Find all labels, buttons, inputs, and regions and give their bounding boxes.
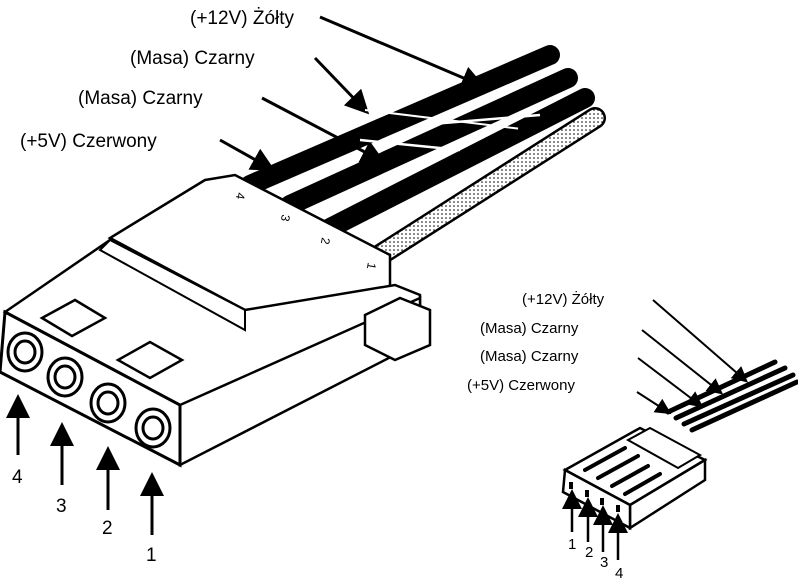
leader-5v xyxy=(219,138,276,171)
leader-12v xyxy=(319,15,486,90)
wire-gnd-1 xyxy=(280,68,578,215)
wire-5v xyxy=(371,109,604,264)
body-pin-mark: 2 xyxy=(318,236,333,245)
pin-number: 1 xyxy=(568,536,576,553)
leader-gnd-2 xyxy=(261,96,386,163)
label-12v: (+12V) Żółty xyxy=(522,290,605,308)
molex-wires xyxy=(240,45,606,266)
label-gnd-2: (Masa) Czarny xyxy=(78,88,203,109)
label-gnd-1: (Masa) Czarny xyxy=(480,320,579,337)
body-pin-mark: 3 xyxy=(278,213,293,222)
molex-pin-holes xyxy=(6,331,172,449)
molex-labels: (+12V) Żółty (Masa) Czarny (Masa) Czarny… xyxy=(20,8,541,171)
body-pin-mark: 1 xyxy=(364,261,379,270)
pin-number: 4 xyxy=(615,565,623,580)
molex-pin-arrows xyxy=(5,394,164,535)
leader-gnd-1 xyxy=(364,109,534,137)
pin-number: 3 xyxy=(600,554,608,571)
label-12v: (+12V) Żółty xyxy=(190,8,295,29)
floppy-pin-arrows xyxy=(562,489,628,560)
pin-number: 2 xyxy=(102,518,113,539)
latch xyxy=(363,296,432,362)
label-5v: (+5V) Czerwony xyxy=(20,131,157,152)
pin-number: 4 xyxy=(12,467,23,488)
label-5v: (+5V) Czerwony xyxy=(467,377,575,394)
floppy-connector xyxy=(561,359,798,531)
label-gnd-1: (Masa) Czarny xyxy=(130,48,255,69)
floppy-labels: (+12V) Żółty (Masa) Czarny (Masa) Czarny… xyxy=(467,290,749,415)
pin-number: 1 xyxy=(146,545,157,566)
body-pin-mark: 4 xyxy=(233,191,248,200)
pin-number: 3 xyxy=(56,496,67,517)
molex-connector: 4 3 2 1 xyxy=(0,45,606,468)
pin-number: 2 xyxy=(585,544,593,561)
label-gnd-2: (Masa) Czarny xyxy=(480,348,579,365)
wire-gnd-2 xyxy=(320,88,595,238)
wire-12v xyxy=(240,45,560,195)
